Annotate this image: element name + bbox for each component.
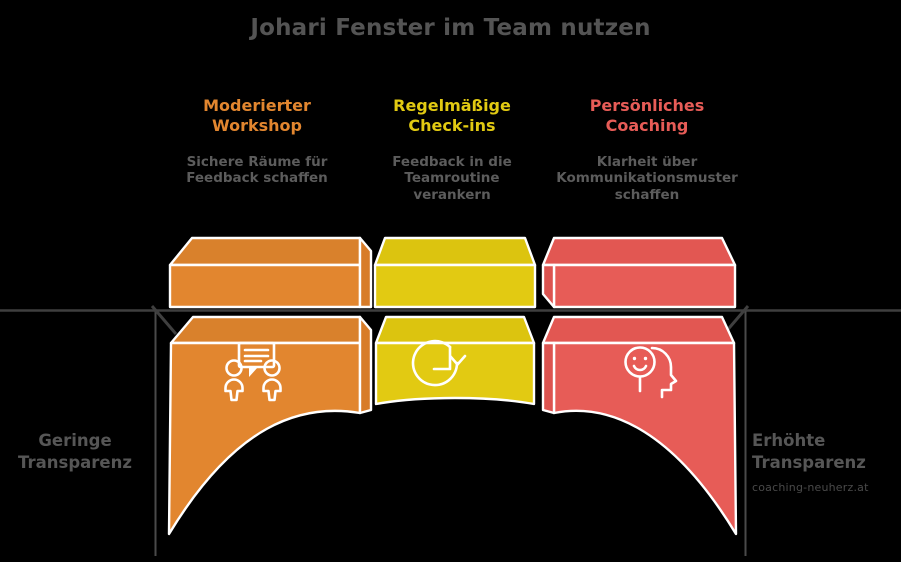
yellow-lid-front-face [373, 263, 537, 309]
page-title: Johari Fenster im Team nutzen [250, 15, 651, 41]
axis-label-high-transparency: Erhöhte Transparenz [752, 431, 866, 473]
red-lid-side-face [541, 263, 556, 309]
orange-body-side-face [358, 315, 373, 415]
column-heading-coaching: Persönliches Coaching [589, 96, 705, 135]
smiley-head-profile-icon [624, 346, 678, 399]
left-connector-tick [150, 305, 178, 335]
box-group-yellow[interactable] [373, 236, 537, 406]
box-group-red[interactable] [541, 236, 738, 536]
column-subtitle-checkins: Feedback in die Teamroutine verankern [392, 154, 512, 203]
clock-refresh-icon [411, 339, 467, 387]
red-lid-front-face [552, 263, 737, 309]
red-body-top-face [541, 315, 736, 345]
column-subtitle-coaching: Klarheit über Kommunikationsmuster schaf… [556, 154, 738, 203]
axis-label-low-transparency: Geringe Transparenz [18, 431, 132, 473]
two-people-speech-bubble-icon [224, 341, 282, 402]
red-lid-top-face [541, 236, 737, 267]
orange-body-top-face [169, 315, 362, 345]
orange-lid-side-face [358, 236, 373, 309]
orange-lid-top-face [168, 236, 362, 267]
box-group-orange[interactable] [167, 236, 373, 536]
yellow-lid-top-face [373, 236, 537, 267]
orange-body-front-face [167, 341, 362, 536]
red-body-front-face [552, 341, 738, 536]
column-heading-workshop: Moderierter Workshop [203, 96, 311, 135]
column-subtitle-workshop: Sichere Räume für Feedback schaffen [186, 154, 328, 187]
red-body-side-face [541, 341, 556, 415]
yellow-body-top-face [374, 315, 536, 345]
watermark-url: coaching-neuherz.at [752, 481, 869, 494]
column-heading-checkins: Regelmäßige Check-ins [393, 96, 511, 135]
orange-lid-front-face [168, 263, 362, 309]
